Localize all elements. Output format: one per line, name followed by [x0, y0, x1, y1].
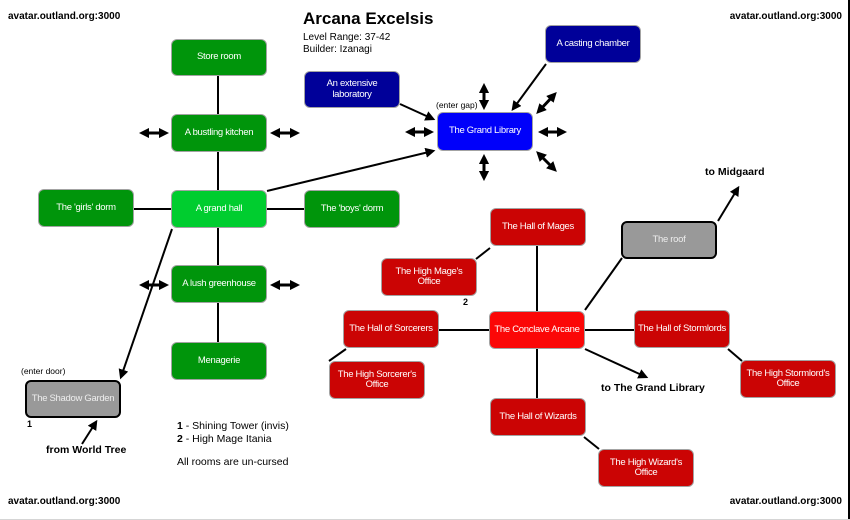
arrow-castingchamber-to-library: [511, 63, 547, 112]
room-grand-hall: A grand hall: [171, 190, 267, 228]
room-roof: The roof: [621, 221, 717, 259]
room-bustling-kitchen: A bustling kitchen: [171, 114, 267, 152]
room-label: The 'boys' dorm: [320, 202, 384, 214]
edge-mages-office-stub: [475, 247, 491, 260]
note-number: 2: [177, 432, 183, 445]
room-label: The Hall of Sorcerers: [349, 322, 433, 334]
room-girls-dorm: The 'girls' dorm: [38, 189, 134, 227]
room-hall-of-wizards: The Hall of Wizards: [490, 398, 586, 436]
room-label: The Hall of Mages: [502, 220, 574, 232]
host-label-bottom-right: avatar.outland.org:3000: [729, 496, 842, 507]
room-label: The Conclave Arcane: [494, 323, 580, 335]
marker-2: 2: [463, 297, 469, 307]
host-label-bottom-left: avatar.outland.org:3000: [8, 496, 121, 507]
room-lush-greenhouse: A lush greenhouse: [171, 265, 267, 303]
room-hall-of-stormlords: The Hall of Stormlords: [634, 310, 730, 348]
room-label: The High Wizard's Office: [609, 456, 683, 478]
note-number: 1: [177, 420, 183, 432]
room-high-mages-office: The High Mage's Office: [381, 258, 477, 296]
room-conclave-arcane: The Conclave Arcane: [489, 311, 585, 349]
room-high-wizards-office: The High Wizard's Office: [598, 449, 694, 487]
from-world-tree-label: from World Tree: [46, 444, 127, 456]
canvas-right-border: [848, 0, 850, 520]
exit-arrow-library-northeast: [536, 92, 557, 114]
room-label: The High Sorcerer's Office: [337, 368, 417, 390]
to-grand-library-label: to The Grand Library: [601, 382, 705, 394]
note-uncursed: All rooms are un-cursed: [177, 456, 289, 468]
room-label: The Hall of Wizards: [499, 410, 577, 422]
level-range: Level Range: 37-42: [303, 32, 391, 43]
room-label: The 'girls' dorm: [56, 201, 116, 213]
edge-conclave-roof: [584, 257, 623, 311]
arrow-laboratory-to-library: [399, 103, 436, 121]
room-label: An extensive laboratory: [326, 78, 378, 100]
note-high-mage: 2 - High Mage Itania: [177, 433, 289, 446]
arrow-grandhall-to-library: [266, 147, 436, 192]
room-label: A casting chamber: [556, 37, 630, 49]
marker-1: 1: [27, 419, 33, 429]
room-label: The Hall of Stormlords: [638, 322, 726, 334]
room-shadow-garden: The Shadow Garden: [25, 380, 121, 418]
to-midgaard-label: to Midgaard: [705, 166, 765, 178]
room-label: A grand hall: [195, 202, 243, 214]
enter-door-note: (enter door): [21, 366, 66, 376]
title-block: Arcana Excelsis Level Range: 37-42 Build…: [303, 8, 433, 55]
arrow-roof-to-midgaard: [717, 185, 740, 222]
page-title: Arcana Excelsis: [303, 9, 434, 28]
room-label: A bustling kitchen: [184, 126, 254, 138]
room-label: Store room: [197, 51, 241, 63]
arrow-worldtree-to-shadowgarden: [81, 419, 98, 445]
room-hall-of-sorcerers: The Hall of Sorcerers: [343, 310, 439, 348]
edge-wizards-office-stub: [583, 436, 600, 450]
map-notes: 1 - Shining Tower (invis) 2 - High Mage …: [177, 420, 289, 469]
exit-arrows: [138, 82, 568, 291]
edge-sorcerers-office-stub: [328, 348, 347, 362]
room-store-room: Store room: [171, 39, 267, 76]
edge-stormlords-office-stub: [727, 348, 743, 362]
room-high-sorcerers-office: The High Sorcerer's Office: [329, 361, 425, 399]
exit-arrow-library-southeast: [536, 151, 557, 172]
host-label-top-left: avatar.outland.org:3000: [8, 11, 121, 22]
enter-gap-note: (enter gap): [436, 100, 478, 110]
room-label: Menagerie: [197, 354, 241, 366]
room-high-stormlords-office: The High Stormlord's Office: [740, 360, 836, 398]
note-text: - High Mage Itania: [182, 432, 272, 445]
arrow-grandhall-to-shadowgarden: [118, 228, 173, 380]
room-casting-chamber: A casting chamber: [545, 25, 641, 63]
room-label: The Shadow Garden: [31, 392, 115, 404]
note-text: - Shining Tower (invis): [182, 420, 289, 432]
room-boys-dorm: The 'boys' dorm: [304, 190, 400, 228]
host-label-top-right: avatar.outland.org:3000: [729, 11, 842, 22]
room-grand-library: The Grand Library: [437, 112, 533, 151]
directional-arrows: [81, 63, 740, 445]
arrow-conclave-to-grandlibrary: [584, 348, 649, 379]
room-connectors: [133, 76, 743, 450]
room-hall-of-mages: The Hall of Mages: [490, 208, 586, 246]
note-shining-tower: 1 - Shining Tower (invis): [177, 420, 289, 433]
builder: Builder: Izanagi: [303, 43, 372, 55]
room-label: The High Stormlord's Office: [746, 367, 830, 389]
room-label: The roof: [652, 233, 686, 245]
room-menagerie: Menagerie: [171, 342, 267, 380]
room-label: The High Mage's Office: [395, 265, 463, 287]
room-label: A lush greenhouse: [182, 277, 256, 289]
room-label: The Grand Library: [449, 125, 521, 137]
room-extensive-laboratory: An extensive laboratory: [304, 71, 400, 108]
